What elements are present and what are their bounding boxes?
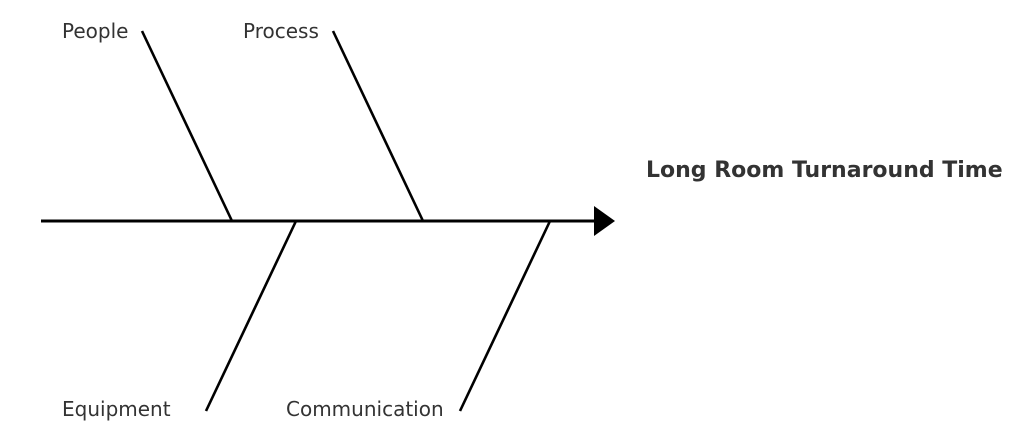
bone-communication xyxy=(458,220,552,412)
effect-label: Long Room Turnaround Time xyxy=(646,158,1003,183)
bone-equipment xyxy=(204,220,298,412)
spine-arrowhead-icon xyxy=(594,206,615,236)
category-label-equipment: Equipment xyxy=(62,397,171,421)
bone-process xyxy=(331,30,425,222)
bone-people xyxy=(140,30,234,222)
category-label-people: People xyxy=(62,19,128,43)
category-label-process: Process xyxy=(243,19,319,43)
category-label-communication: Communication xyxy=(286,397,444,421)
